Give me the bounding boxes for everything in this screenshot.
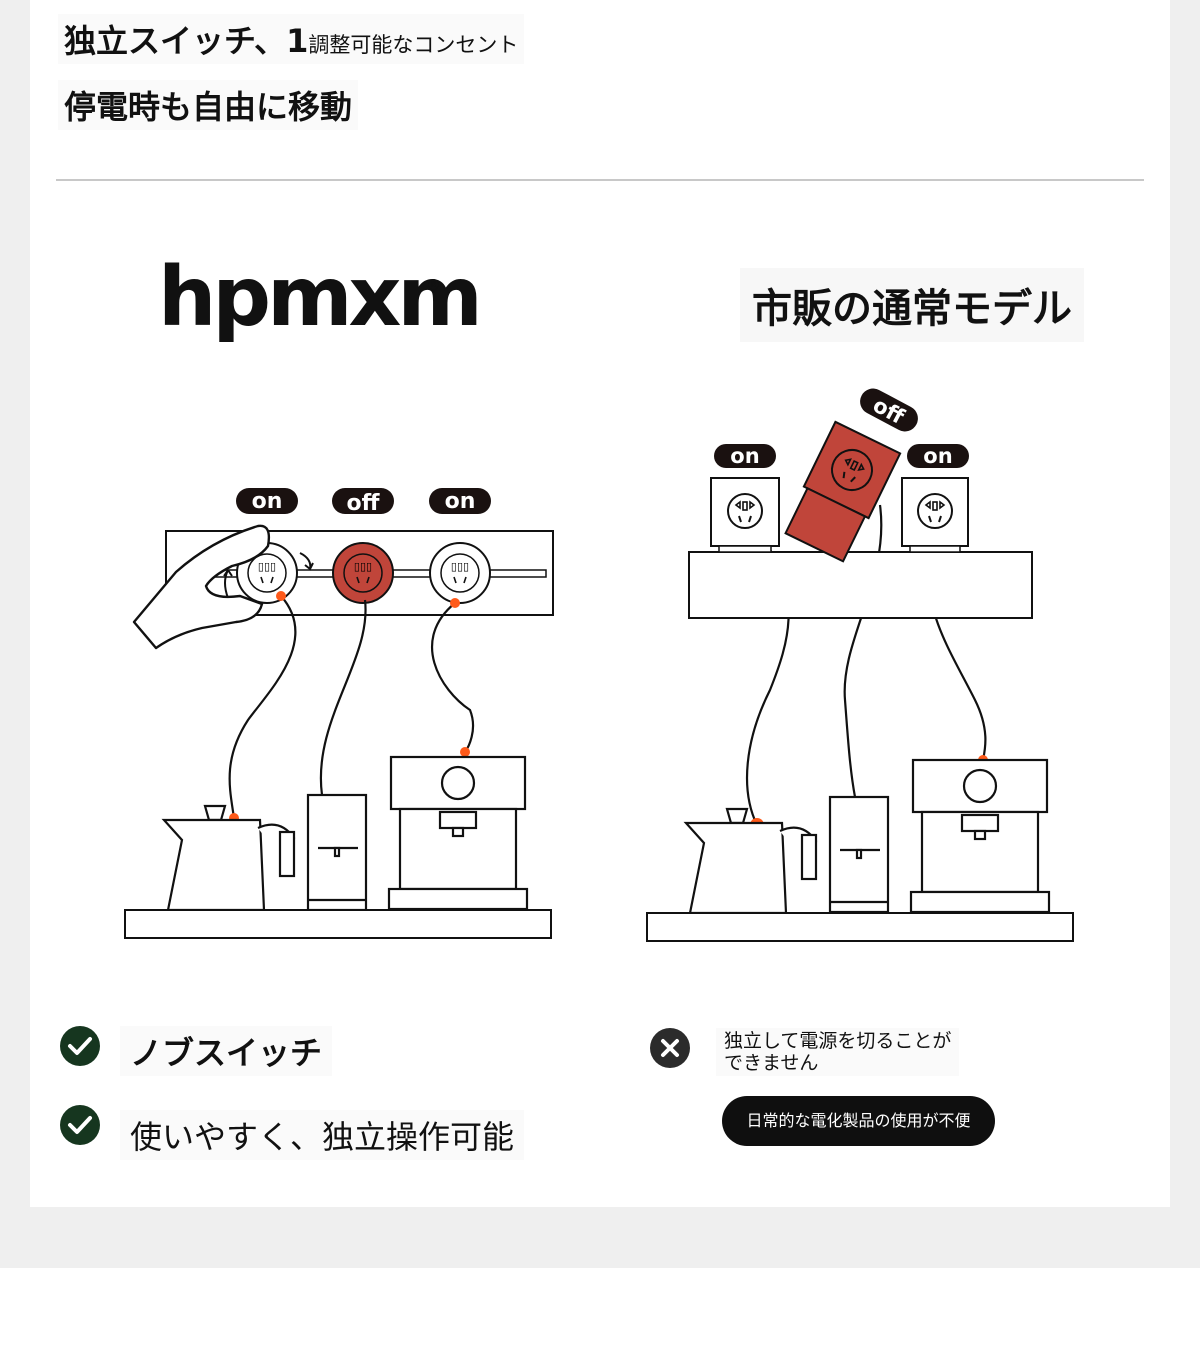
on-label-2: on: [445, 489, 476, 514]
on-label-1: on: [252, 489, 283, 514]
socket-icon: ▯▯▯: [429, 542, 491, 604]
brand-logo: hpmxm: [158, 250, 483, 345]
on-label-r2: on: [923, 444, 952, 468]
coffee-machine-icon: [909, 758, 1051, 914]
on-label-r1: on: [730, 444, 759, 468]
check-icon: [60, 1026, 100, 1066]
svg-text:▯▯▯: ▯▯▯: [258, 560, 276, 573]
drawback-line1: 独立して電源を切ることが: [724, 1030, 952, 1052]
check-icon: [60, 1105, 100, 1145]
svg-text:▯▯▯: ▯▯▯: [451, 560, 469, 573]
shelf: [688, 551, 1033, 619]
drawback-text: 独立して電源を切ることが できません: [716, 1028, 960, 1076]
rotate-arrow-icon: [299, 552, 314, 571]
socket-icon: [784, 420, 902, 563]
close-icon: [650, 1028, 690, 1068]
on-label-1-bg: [236, 488, 298, 514]
socket-icon: [710, 477, 780, 553]
headline-line1: 独立スイッチ、1調整可能なコンセント: [58, 14, 525, 64]
right-switch-labels: on on off: [714, 388, 969, 468]
hand-icon: [132, 524, 271, 650]
on-label-2-bg: [429, 488, 491, 514]
off-label-bg: [332, 488, 394, 514]
comparison-illustration: on off on ▯▯▯ ▯▯▯ ▯▯▯: [124, 388, 1074, 942]
left-switch-labels: on off on: [236, 488, 491, 516]
cord: [228, 595, 297, 819]
socket-icon: ▯▯▯: [332, 542, 394, 604]
kettle-icon: [683, 807, 818, 915]
indicator-dot: [460, 747, 470, 757]
cord: [319, 599, 367, 796]
counter: [646, 912, 1074, 942]
drawback-badge: 日常的な電化製品の使用が不便: [722, 1096, 995, 1146]
socket-icon: [901, 477, 969, 553]
cord: [430, 602, 475, 753]
indicator-dot: [450, 598, 460, 608]
coffee-machine-icon: [387, 755, 529, 911]
indicator-dot: [276, 591, 286, 601]
drawback-line2: できません: [724, 1052, 819, 1074]
rotate-arrow-icon: [223, 569, 233, 599]
feature-independent-operation: 使いやすく、独立操作可能: [120, 1110, 525, 1160]
counter: [124, 909, 552, 939]
off-label: off: [347, 491, 381, 516]
feature-knob-switch: ノブスイッチ: [120, 1026, 333, 1076]
svg-text:▯▯▯: ▯▯▯: [354, 560, 372, 573]
competitor-title: 市販の通常モデル: [740, 268, 1084, 342]
registered-mark: ®: [426, 276, 441, 294]
divider: [56, 179, 1144, 181]
blender-icon: [306, 793, 368, 912]
headline-line2: 停電時も自由に移動: [58, 80, 359, 130]
blender-icon: [828, 795, 890, 914]
kettle-icon: [161, 804, 296, 912]
